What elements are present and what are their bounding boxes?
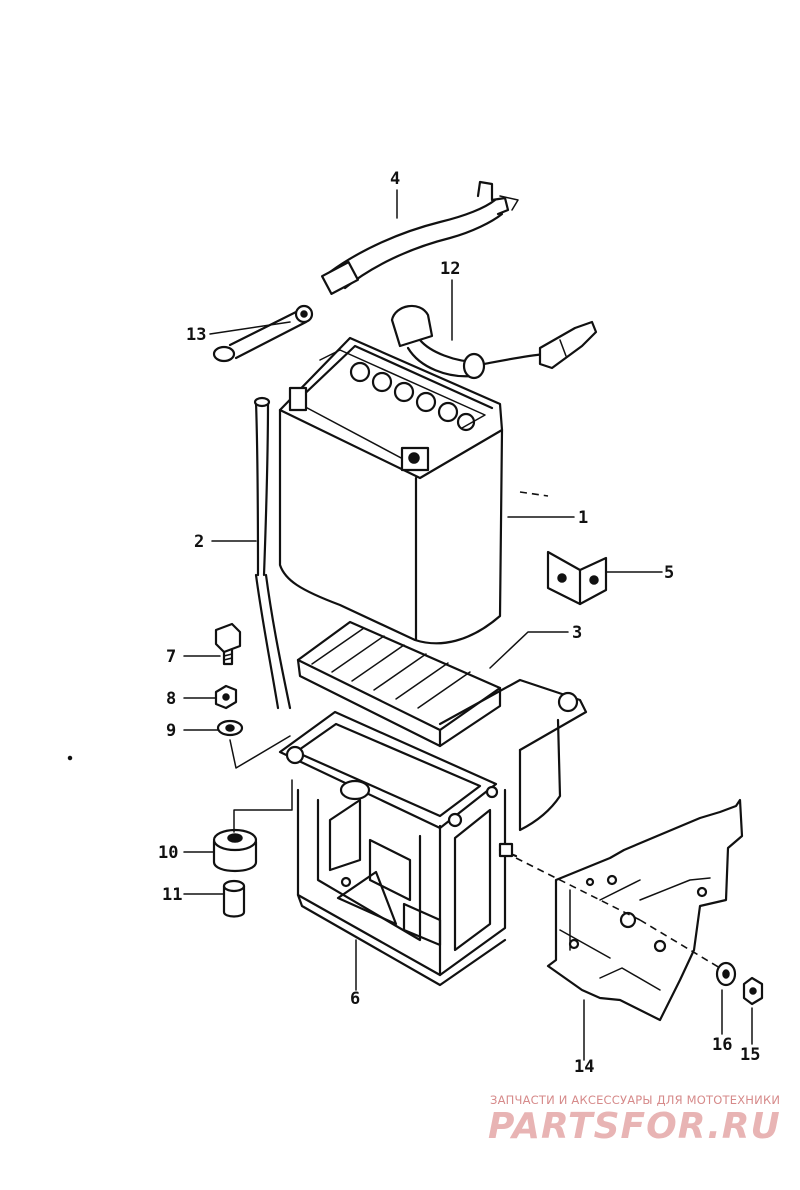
callout-10: 10	[158, 843, 178, 863]
callout-7: 7	[166, 647, 176, 667]
callout-5: 5	[664, 563, 674, 583]
callout-4: 4	[390, 169, 400, 189]
part-battery	[278, 336, 504, 645]
callout-9: 9	[166, 721, 176, 741]
part-battery-holder	[278, 678, 588, 987]
callout-13: 13	[186, 325, 206, 345]
callout-labels: 1 2 3 4 5 6 7 8 9 10 11 12 13 14 16 15	[158, 169, 760, 1077]
part-nut	[214, 684, 238, 710]
part-bracket	[546, 550, 608, 606]
part-small-washer	[715, 961, 737, 987]
callout-3: 3	[572, 623, 582, 643]
part-bolt	[214, 622, 242, 666]
callout-1: 1	[578, 508, 588, 528]
watermark-logo: PARTSFOR.RU	[488, 1106, 781, 1147]
part-rubber-cushion	[212, 779, 293, 872]
watermark-tagline: ЗАПЧАСТИ И АКСЕССУАРЫ ДЛЯ МОТОТЕХНИКИ	[490, 1093, 781, 1107]
part-breather-tube	[253, 396, 292, 710]
callout-8: 8	[166, 689, 176, 709]
battery-cell-caps	[349, 361, 476, 432]
part-small-nut	[742, 976, 764, 1006]
part-rubber-mat	[296, 620, 502, 748]
callout-11: 11	[162, 885, 182, 905]
callout-6: 6	[350, 989, 360, 1009]
part-negative-cable	[212, 304, 314, 363]
part-mounting-plate	[546, 798, 744, 1022]
part-battery-strap	[320, 180, 519, 295]
callout-2: 2	[194, 532, 204, 552]
callout-15: 15	[740, 1045, 760, 1065]
part-positive-cable	[390, 304, 598, 380]
callout-14: 14	[574, 1057, 594, 1077]
assembly-lines	[67, 491, 721, 969]
callout-12: 12	[440, 259, 460, 279]
callout-16: 16	[712, 1035, 732, 1055]
part-collar	[222, 879, 246, 918]
callout-leaders	[183, 189, 753, 1061]
part-washer	[216, 719, 291, 769]
